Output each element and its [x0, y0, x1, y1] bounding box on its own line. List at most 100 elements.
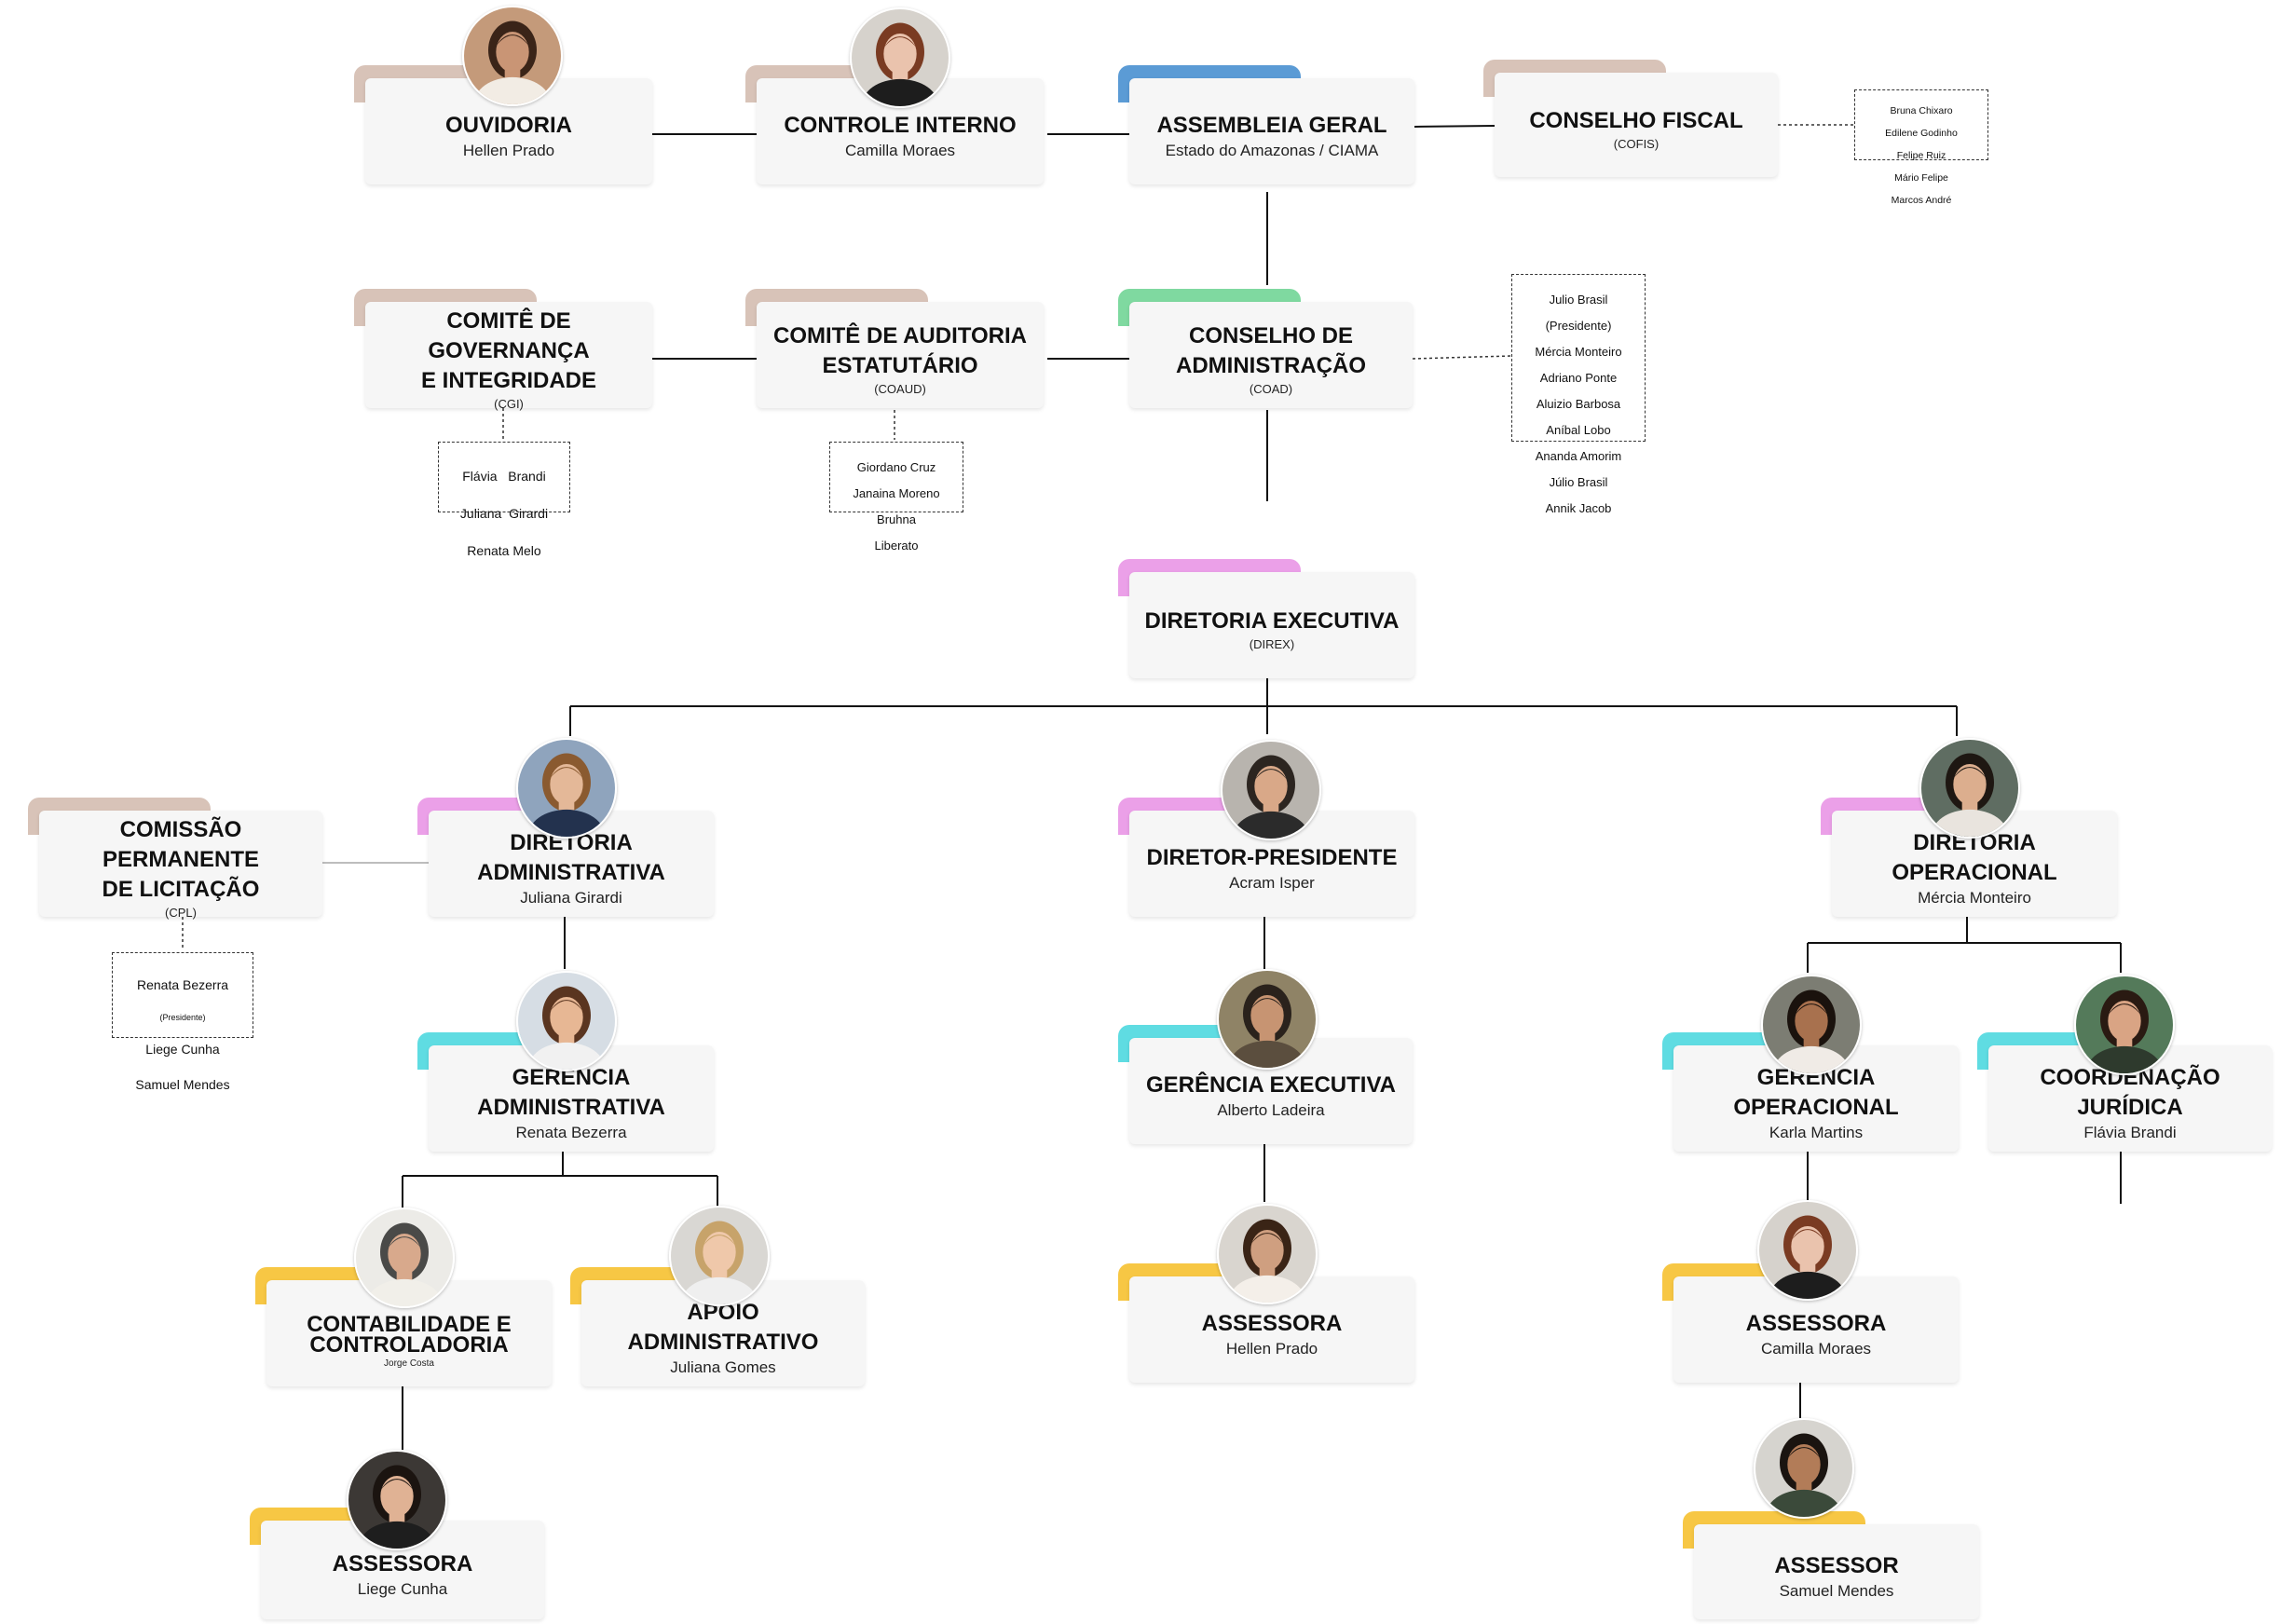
coad-member: Mércia Monteiro [1535, 345, 1622, 359]
ger-op-subtitle: Karla Martins [1769, 1124, 1864, 1141]
assembleia-geral-card: ASSEMBLEIA GERAL Estado do Amazonas / CI… [1129, 78, 1414, 184]
conselho-fiscal-title: CONSELHO FISCAL [1529, 108, 1743, 133]
direx-card: DIRETORIA EXECUTIVA (DIREX) [1129, 572, 1414, 678]
coad-member: (Presidente) [1545, 319, 1612, 333]
cofis-member: Edilene Godinho [1885, 128, 1958, 139]
person-photo-icon [669, 1206, 770, 1306]
coad-card: CONSELHO DE ADMINISTRAÇÃO (COAD) [1129, 302, 1413, 408]
apoio-adm-subtitle: Juliana Gomes [670, 1358, 776, 1376]
assessora-exec-title: ASSESSORA [1201, 1311, 1343, 1336]
dir-pres-subtitle: Acram Isper [1229, 874, 1315, 892]
assembleia-geral-title: ASSEMBLEIA GERAL [1156, 113, 1387, 138]
coaud-subtitle: (COAUD) [874, 382, 926, 396]
person-photo-icon [354, 1208, 455, 1308]
cpl-member: Liege Cunha [145, 1042, 220, 1057]
conselho-fiscal-card: CONSELHO FISCAL (COFIS) [1495, 73, 1778, 177]
cgi-box: COMITÊ DE GOVERNANÇA E INTEGRIDADE (CGI) [354, 289, 652, 411]
conselho-fiscal-subtitle: (COFIS) [1613, 137, 1660, 151]
coaud-member: Janaina Moreno [853, 486, 940, 500]
coaud-box: COMITÊ DE AUDITORIA ESTATUTÁRIO (COAUD) [745, 289, 1044, 408]
coad-member: Aluizio Barbosa [1536, 397, 1621, 411]
direx-subtitle: (DIREX) [1249, 637, 1295, 651]
person-photo-icon [516, 971, 617, 1071]
cgi-member: Juliana Girardi [459, 506, 549, 521]
coaud-member: Liberato [874, 539, 919, 553]
assessora-op-subtitle: Camilla Moraes [1760, 1340, 1872, 1358]
person-photo-icon [347, 1450, 447, 1550]
cpl-title: COMISSÃO PERMANENTE DE LICITAÇÃO [102, 817, 260, 902]
cofis-member: Marcos André [1891, 195, 1952, 206]
contab-title: CONTABILIDADE E CONTROLADORIA [307, 1312, 512, 1358]
assessora-contab-subtitle: Liege Cunha [357, 1580, 448, 1598]
cofis-member: Mário Felipe [1894, 172, 1948, 184]
person-photo-icon [1919, 738, 2020, 839]
coad-member: Júlio Brasil [1549, 475, 1608, 489]
coad-member: Ananda Amorim [1535, 449, 1622, 463]
cpl-member-role: (Presidente) [159, 1013, 206, 1022]
coaud-card: COMITÊ DE AUDITORIA ESTATUTÁRIO (COAUD) [757, 302, 1044, 408]
person-photo-icon [1761, 975, 1862, 1075]
assembleia-geral-box: ASSEMBLEIA GERAL Estado do Amazonas / CI… [1118, 65, 1414, 184]
cgi-subtitle: (CGI) [494, 397, 524, 411]
dir-op-subtitle: Mércia Monteiro [1918, 889, 2031, 907]
direx-title: DIRETORIA EXECUTIVA [1144, 608, 1400, 634]
person-photo-icon [1217, 969, 1318, 1070]
assessor-op-title: ASSESSOR [1774, 1553, 1899, 1578]
coad-box: CONSELHO DE ADMINISTRAÇÃO (COAD) [1118, 289, 1413, 408]
assessor-op-subtitle: Samuel Mendes [1779, 1582, 1894, 1600]
ger-op-title: GERÊNCIA OPERACIONAL [1733, 1065, 1899, 1120]
coaud-members-note: Giordano Cruz Janaina Moreno Bruhna Libe… [829, 442, 963, 553]
ouvidoria-box: OUVIDORIA Hellen Prado [354, 65, 652, 184]
contab-subtitle: Jorge Costa [384, 1358, 434, 1369]
conselho-fiscal-box: CONSELHO FISCAL (COFIS) [1483, 60, 1778, 177]
dir-adm-subtitle: Juliana Girardi [520, 889, 622, 907]
coaud-member: Bruhna [877, 512, 916, 526]
ger-adm-title: GERÊNCIA ADMINISTRATIVA [477, 1065, 665, 1120]
coad-members-note: Julio Brasil (Presidente) Mércia Monteir… [1511, 274, 1646, 515]
controle-interno-title: CONTROLE INTERNO [784, 113, 1017, 138]
ouvidoria-title: OUVIDORIA [444, 113, 572, 138]
person-photo-icon [462, 6, 563, 106]
cofis-members-note: Bruna Chixaro Edilene Godinho Felipe Rui… [1854, 89, 1988, 206]
cgi-members-note: Flávia Brandi Juliana Girardi Renata Mel… [438, 442, 570, 558]
ouvidoria-subtitle: Hellen Prado [462, 142, 555, 159]
ger-exec-title: GERÊNCIA EXECUTIVA [1145, 1072, 1397, 1098]
controle-interno-subtitle: Camilla Moraes [844, 142, 956, 159]
assessora-op-title: ASSESSORA [1745, 1311, 1887, 1336]
cgi-member: Flávia Brandi [462, 469, 546, 484]
coad-member: Aníbal Lobo [1546, 423, 1611, 437]
cofis-member: Bruna Chixaro [1890, 105, 1953, 116]
person-photo-icon [1221, 740, 1321, 840]
coad-member: Julio Brasil [1549, 293, 1608, 307]
direx-box: DIRETORIA EXECUTIVA (DIREX) [1118, 559, 1414, 678]
dir-pres-title: DIRETOR-PRESIDENTE [1146, 845, 1398, 870]
cpl-box: COMISSÃO PERMANENTE DE LICITAÇÃO (CPL) [28, 798, 322, 920]
cgi-card: COMITÊ DE GOVERNANÇA E INTEGRIDADE (CGI) [365, 302, 652, 411]
assessor-op-box: ASSESSOR Samuel Mendes [1683, 1511, 1979, 1619]
apoio-adm-box: APOIO ADMINISTRATIVO Juliana Gomes [570, 1267, 865, 1386]
coord-jur-card: COORDENAÇÃO JURÍDICA Flávia Brandi [1988, 1045, 2272, 1152]
apoio-adm-title: APOIO ADMINISTRATIVO [627, 1300, 819, 1355]
coord-jur-subtitle: Flávia Brandi [2083, 1124, 2177, 1141]
coad-member: Annik Jacob [1545, 501, 1612, 515]
cgi-title: COMITÊ DE GOVERNANÇA E INTEGRIDADE [420, 308, 596, 393]
person-photo-icon [1754, 1418, 1854, 1519]
cpl-card: COMISSÃO PERMANENTE DE LICITAÇÃO (CPL) [39, 811, 322, 920]
cpl-subtitle: (CPL) [165, 906, 197, 920]
coaud-member: Giordano Cruz [856, 460, 936, 474]
apoio-adm-card: APOIO ADMINISTRATIVO Juliana Gomes [581, 1280, 865, 1386]
coord-jur-box: COORDENAÇÃO JURÍDICA Flávia Brandi [1977, 1032, 2272, 1152]
cgi-member: Renata Melo [467, 543, 541, 558]
cpl-member: Samuel Mendes [135, 1077, 230, 1092]
person-photo-icon [1757, 1200, 1858, 1301]
assembleia-geral-subtitle: Estado do Amazonas / CIAMA [1165, 142, 1379, 159]
assessor-op-card: ASSESSOR Samuel Mendes [1694, 1524, 1979, 1619]
coad-title: CONSELHO DE ADMINISTRAÇÃO [1176, 323, 1366, 378]
cofis-member: Felipe Ruiz [1896, 150, 1946, 161]
dir-op-card: DIRETORIA OPERACIONAL Mércia Monteiro [1832, 811, 2117, 917]
coad-member: Adriano Ponte [1539, 371, 1618, 385]
assessora-contab-title: ASSESSORA [332, 1551, 473, 1576]
cpl-member: Renata Bezerra [136, 977, 229, 992]
dir-op-title: DIRETORIA OPERACIONAL [1892, 830, 2057, 885]
